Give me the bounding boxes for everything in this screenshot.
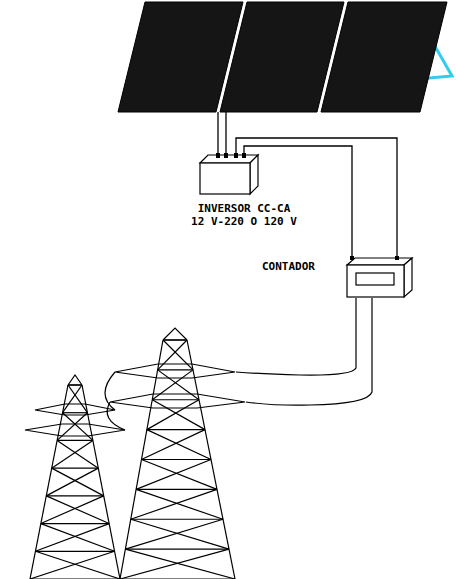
solar-panels [118, 2, 447, 112]
inverter-box: INVERSOR CC-CA 12 V-220 O 120 V [188, 150, 300, 228]
meter-symbol [342, 255, 420, 301]
panel-wires [218, 112, 226, 154]
grid-wires [105, 298, 372, 430]
wire-connector [236, 138, 397, 257]
wire-connector [244, 146, 352, 257]
transmission-tower [25, 375, 125, 579]
inverter-label: INVERSOR CC-CA 12 V-220 O 120 V [188, 202, 300, 228]
meter-label: CONTADOR [262, 260, 315, 273]
inverter-symbol [188, 150, 300, 198]
meter-box: CONTADOR [262, 255, 422, 301]
transmission-tower [110, 328, 245, 579]
